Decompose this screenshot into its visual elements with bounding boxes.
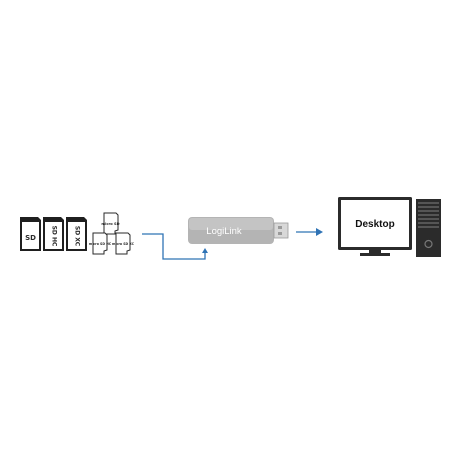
sdxc-card: SD XC — [66, 217, 87, 251]
microsd-card: micro SD — [101, 212, 120, 235]
reader-brand-label: LogiLink — [206, 226, 242, 237]
microsdhc-card-label: micro SD HC — [89, 242, 112, 246]
cards-to-reader-connector — [142, 233, 206, 260]
desktop-computer: Desktop — [338, 197, 441, 257]
monitor-screen-label: Desktop — [355, 219, 394, 230]
microsd-card-label: micro SD — [101, 222, 119, 226]
microsdxc-card: micro SD XC — [112, 232, 135, 255]
arrow-right-icon — [316, 228, 323, 236]
sd-card: SD — [20, 217, 41, 251]
sdxc-card-label: SD XC — [74, 226, 81, 247]
microsdxc-card-label: micro SD XC — [112, 242, 135, 246]
monitor: Desktop — [338, 197, 412, 256]
computer-tower — [416, 199, 441, 257]
microsdhc-card: micro SD HC — [89, 232, 112, 255]
sdhc-card-label: SD HC — [51, 226, 58, 247]
sd-card-label: SD — [25, 234, 36, 242]
usb-connector — [273, 222, 289, 239]
connector-arrow-icon — [202, 248, 208, 253]
usb-card-reader: LogiLink — [188, 217, 289, 244]
sdhc-card: SD HC — [43, 217, 64, 251]
